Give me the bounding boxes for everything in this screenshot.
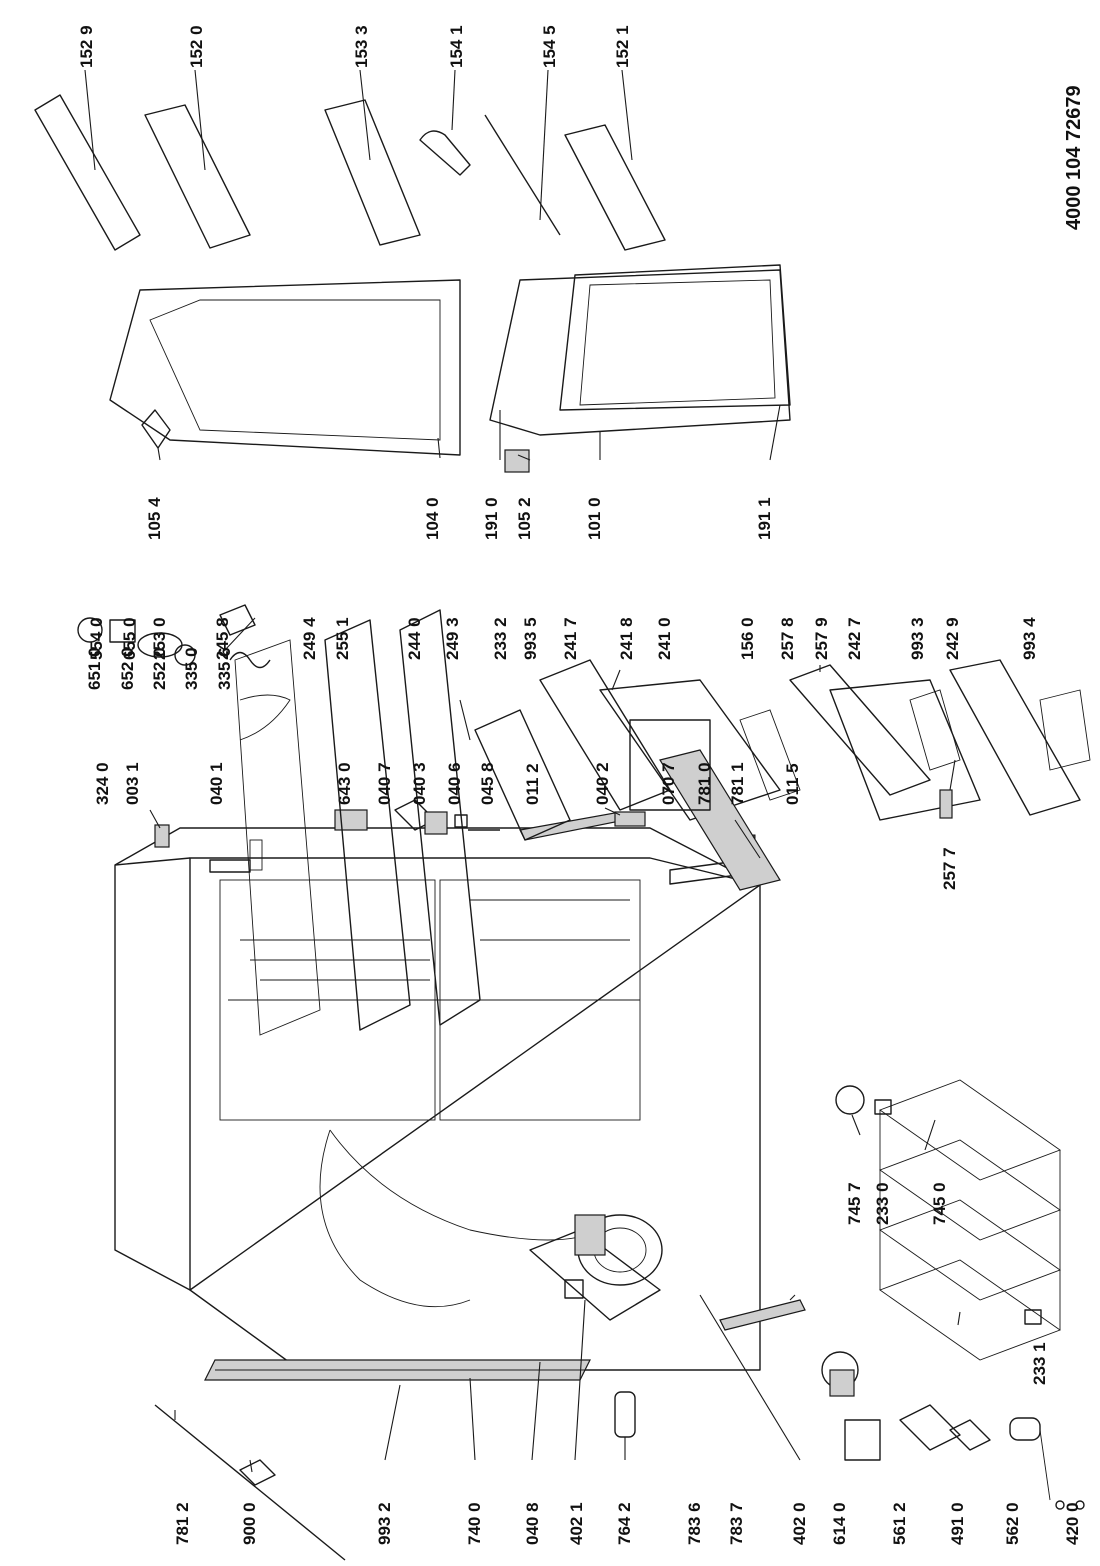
- part-label: 781 2: [173, 1502, 192, 1545]
- part-label: 242 7: [845, 617, 864, 660]
- part-label: 554 0: [87, 617, 106, 660]
- part-label: 253 0: [150, 617, 169, 660]
- compressor-drawing: [564, 1214, 663, 1299]
- part-label: 740 0: [465, 1502, 484, 1545]
- door-shelves-drawing: [34, 94, 666, 251]
- part-label: 105 2: [515, 497, 534, 540]
- drier-drawing: [614, 1391, 636, 1438]
- part-label: 152 1: [613, 25, 632, 68]
- part-label: 252 0: [150, 647, 169, 690]
- part-label: 241 7: [561, 617, 580, 660]
- part-label: 655 0: [120, 617, 139, 660]
- part-label: 651 0: [85, 647, 104, 690]
- part-label: 652 0: [118, 647, 137, 690]
- part-label: 783 7: [727, 1502, 746, 1545]
- part-label: 191 0: [482, 497, 501, 540]
- part-label: 324 0: [93, 762, 112, 805]
- part-label: 745 7: [845, 1182, 864, 1225]
- part-label: 040 7: [375, 762, 394, 805]
- part-label: 783 6: [685, 1502, 704, 1545]
- part-label: 614 0: [830, 1502, 849, 1545]
- part-label: 152 9: [77, 25, 96, 68]
- part-label: 011 2: [523, 763, 542, 805]
- electrical-parts-drawing: [821, 1351, 1085, 1510]
- part-label: 993 4: [1020, 617, 1039, 660]
- part-label: 011 5: [783, 763, 802, 805]
- part-label: 993 5: [521, 617, 540, 660]
- drawers-drawing: [474, 659, 1091, 891]
- part-label: 745 0: [930, 1182, 949, 1225]
- part-label: 154 1: [447, 25, 466, 68]
- part-label: 900 0: [240, 1502, 259, 1545]
- part-label: 643 0: [335, 762, 354, 805]
- part-label: 003 1: [123, 762, 142, 805]
- part-label: 233 2: [491, 617, 510, 660]
- part-label: 153 3: [352, 25, 371, 68]
- shelves-drawing: [77, 604, 481, 1036]
- part-label: 993 3: [908, 617, 927, 660]
- wire-racks-drawing: [835, 1079, 1061, 1361]
- part-label: 491 0: [948, 1502, 967, 1545]
- part-label: 040 8: [523, 1502, 542, 1545]
- part-label: 562 0: [1003, 1502, 1022, 1545]
- part-label: 154 5: [540, 25, 559, 68]
- part-label: 040 1: [207, 762, 226, 805]
- parts-drawing: [34, 94, 1091, 1561]
- part-label: 070 7: [659, 762, 678, 805]
- part-label: 255 1: [333, 617, 352, 660]
- part-label: 040 6: [445, 762, 464, 805]
- part-labels: 781 2 900 0 993 2 740 0 040 8 402 1 764 …: [77, 25, 1082, 1545]
- document-code: 4000 104 72679: [1063, 85, 1085, 230]
- part-label: 191 1: [755, 497, 774, 540]
- condenser-drawing: [204, 1359, 591, 1381]
- part-label: 244 0: [405, 617, 424, 660]
- part-label: 040 2: [593, 762, 612, 805]
- part-label: 101 0: [585, 497, 604, 540]
- cabinet-fittings-drawing: [154, 799, 806, 1331]
- part-label: 420 0: [1063, 1502, 1082, 1545]
- part-label: 764 2: [615, 1502, 634, 1545]
- part-label: 335 0: [182, 647, 201, 690]
- leader-lines: [84, 69, 961, 1473]
- rod-drawing: [154, 1404, 346, 1561]
- doors-drawing: [109, 264, 791, 473]
- part-label: 242 9: [943, 617, 962, 660]
- part-label: 105 4: [145, 497, 164, 540]
- part-label: 245 8: [213, 617, 232, 660]
- clip-drawing: [239, 1459, 276, 1486]
- cabinet-drawing: [114, 827, 761, 1371]
- part-label: 249 4: [300, 617, 319, 660]
- part-label: 561 2: [890, 1502, 909, 1545]
- part-label: 152 0: [187, 25, 206, 68]
- part-label: 040 3: [410, 762, 429, 805]
- part-label: 233 1: [1030, 1342, 1049, 1385]
- part-label: 402 1: [567, 1502, 586, 1545]
- part-label: 045 8: [478, 762, 497, 805]
- part-label: 257 9: [812, 617, 831, 660]
- part-label: 781 0: [695, 762, 714, 805]
- part-label: 241 8: [617, 617, 636, 660]
- part-label: 257 8: [778, 617, 797, 660]
- part-label: 156 0: [738, 617, 757, 660]
- part-label: 335 6: [215, 647, 234, 690]
- part-label: 233 0: [873, 1182, 892, 1225]
- part-label: 402 0: [790, 1502, 809, 1545]
- part-label: 249 3: [443, 617, 462, 660]
- part-label: 241 0: [655, 617, 674, 660]
- part-label: 257 7: [940, 847, 959, 890]
- part-label: 781 1: [728, 762, 747, 805]
- part-label: 993 2: [375, 1502, 394, 1545]
- part-label: 104 0: [423, 497, 442, 540]
